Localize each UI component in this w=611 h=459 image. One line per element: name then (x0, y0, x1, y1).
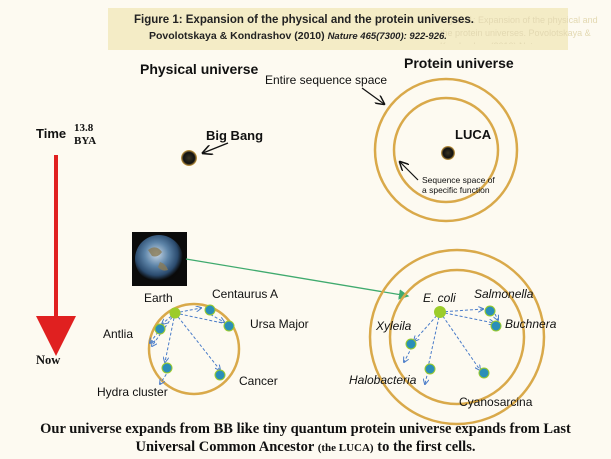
earth-globe (135, 235, 183, 283)
halobacteria-label: Halobacteria (349, 373, 417, 387)
luca-label: LUCA (455, 127, 492, 142)
earth-label: Earth (144, 291, 173, 305)
protein-inner-ring-lower (388, 268, 526, 406)
entire-sequence-space-ring (373, 77, 519, 223)
bottom-caption: Our universe expands from BB like tiny q… (40, 421, 571, 455)
cyanosarcina-dot (478, 367, 490, 379)
earth-dot (169, 307, 181, 319)
salmonella-dot (484, 305, 496, 317)
centaurus-dot (204, 304, 216, 316)
local-universe-ring (147, 302, 241, 396)
faded-header-text: Figure 1: Expansion of the physical and … (440, 15, 598, 44)
entire-sequence-space-label: Entire sequence space (265, 73, 388, 87)
function-space-pointer (400, 162, 419, 181)
citation-journal: Nature 465(7300): 922-926. (327, 31, 447, 42)
big-bang-dot (181, 150, 197, 166)
figure-header-band (108, 8, 568, 50)
figure-title: Figure 1: Expansion of the physical and … (134, 14, 474, 26)
protein-universe-heading: Protein universe (404, 55, 514, 71)
ursa-dot (223, 320, 235, 332)
physical-universe-heading: Physical universe (140, 61, 259, 77)
time-label: Time (36, 126, 67, 141)
earth-to-ecoli-link (185, 258, 410, 300)
centaurus-label: Centaurus A (212, 287, 279, 301)
big-bang-label: Big Bang (206, 128, 264, 143)
antlia-label: Antlia (103, 327, 134, 341)
hydra-cluster-label: Hydra cluster (97, 385, 168, 399)
halobacteria-dot (424, 363, 436, 375)
citation-authors: Povolotskaya & Kondrashov (2010) (149, 30, 325, 42)
ecoli-dot (434, 306, 446, 318)
cancer-dot (214, 369, 226, 381)
function-space-ring (392, 96, 500, 204)
buchnera-dot (490, 320, 502, 332)
cyanosarcina-label: Cyanosarcina (459, 395, 533, 409)
luca-dot (441, 146, 455, 160)
figure-citation: Povolotskaya & Kondrashov (2010) Nature … (149, 30, 447, 42)
entire-space-pointer (361, 87, 384, 104)
protein-outer-ring-lower (368, 248, 546, 426)
now-label: Now (36, 353, 61, 367)
big-bang-pointer (203, 142, 229, 153)
xyleila-dot (405, 338, 417, 350)
cancer-label: Cancer (239, 374, 278, 388)
salmonella-label: Salmonella (474, 287, 534, 301)
buchnera-label: Buchnera (505, 317, 557, 331)
hydra-dot (161, 362, 173, 374)
xyleila-label: Xyleila (376, 319, 412, 333)
antlia-dot (154, 323, 166, 335)
ecoli-label: E. coli (423, 291, 456, 305)
ursa-major-label: Ursa Major (250, 317, 309, 331)
